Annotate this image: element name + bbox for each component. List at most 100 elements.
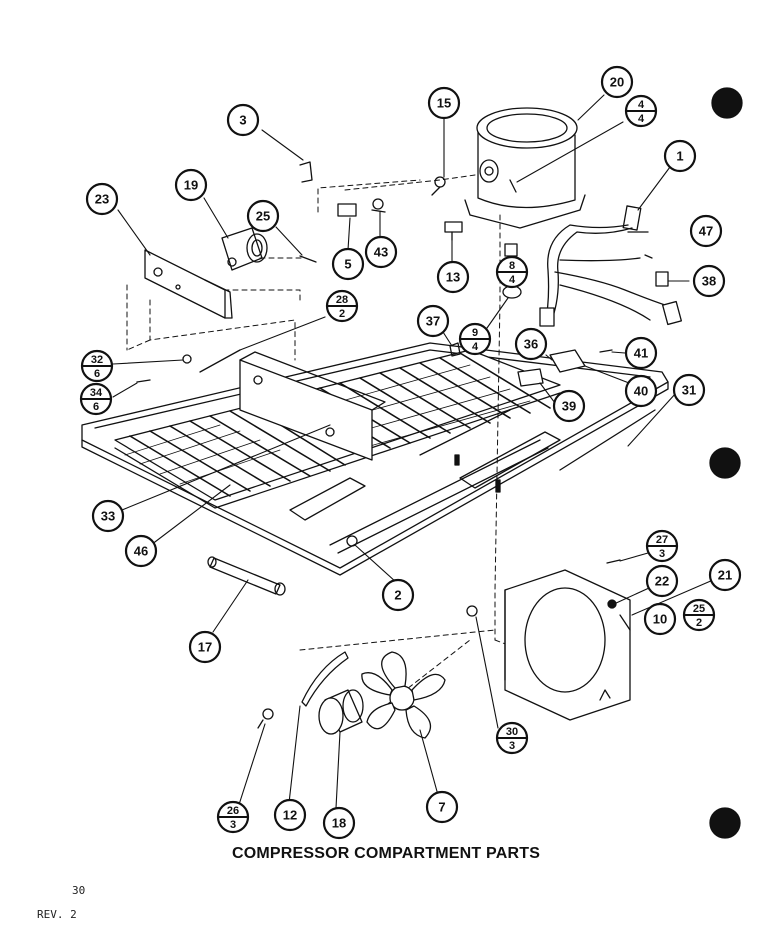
compressor-part-20 [464, 107, 586, 229]
fan-blade-part-7 [361, 651, 446, 739]
grommet-part-13 [444, 221, 463, 241]
callout-number: 40 [634, 384, 648, 399]
callout-number: 12 [283, 808, 297, 823]
callout-number: 23 [95, 192, 109, 207]
callout-number: 18 [332, 816, 346, 831]
callout-quantity: 6 [93, 401, 99, 413]
callout-28-2: 282 [325, 289, 359, 323]
callout-number: 38 [702, 274, 716, 289]
callout-41: 41 [624, 336, 658, 370]
callout-circle [331, 247, 365, 281]
callout-31: 31 [672, 373, 706, 407]
callout-circle [624, 374, 658, 408]
callout-number: 43 [374, 245, 388, 260]
base-pan [81, 342, 669, 576]
registration-dot-bottom [709, 807, 741, 839]
divider-panel [239, 351, 386, 461]
callout-25-2: 252 [682, 598, 716, 632]
callout-number: 47 [699, 224, 713, 239]
callout-19: 19 [174, 168, 208, 202]
callout-circle [600, 65, 634, 99]
callout-34-6: 346 [79, 382, 113, 416]
callout-number: 15 [437, 96, 451, 111]
callout-circle [124, 534, 158, 568]
callout-9-4: 94 [458, 322, 492, 356]
callout-part-number: 25 [693, 603, 705, 615]
callout-39: 39 [552, 389, 586, 423]
callout-40: 40 [624, 374, 658, 408]
callout-quantity: 4 [638, 113, 645, 125]
screw-part-26 [257, 708, 274, 729]
callout-circle [427, 86, 461, 120]
callout-circle [91, 499, 125, 533]
callout-13: 13 [436, 260, 470, 294]
callout-circle [689, 214, 723, 248]
callout-number: 2 [394, 588, 401, 603]
callout-circle [188, 630, 222, 664]
clip-part-12 [301, 651, 349, 707]
screw-part-41 [599, 349, 613, 353]
callout-2: 2 [381, 578, 415, 612]
callout-circle [85, 182, 119, 216]
valve-part-15 [431, 176, 446, 196]
callout-23: 23 [85, 182, 119, 216]
callout-number: 37 [426, 314, 440, 329]
callout-number: 20 [610, 75, 624, 90]
callout-number: 33 [101, 509, 115, 524]
callout-3: 3 [226, 103, 260, 137]
callout-quantity: 3 [659, 548, 665, 560]
callout-number: 17 [198, 640, 212, 655]
callout-number: 31 [682, 383, 696, 398]
callout-1: 1 [663, 139, 697, 173]
callout-circle [174, 168, 208, 202]
callout-part-number: 26 [227, 805, 239, 817]
callout-17: 17 [188, 630, 222, 664]
callout-30-3: 303 [495, 721, 529, 755]
callout-layer: 3152044123192554313844738282943736414039… [79, 65, 742, 840]
callout-circle [246, 199, 280, 233]
grommet-part-2 [346, 535, 358, 547]
callout-5: 5 [331, 247, 365, 281]
callout-part-number: 34 [90, 387, 103, 399]
callout-part-number: 4 [638, 99, 645, 111]
callout-number: 13 [446, 270, 460, 285]
clip-part-43 [371, 198, 386, 213]
callout-quantity: 2 [339, 308, 345, 320]
callout-15: 15 [427, 86, 461, 120]
callout-21: 21 [708, 558, 742, 592]
callout-circle [425, 790, 459, 824]
callout-circle [645, 564, 679, 598]
screw-part-25 [299, 255, 317, 263]
registration-dot-middle [709, 447, 741, 479]
screw-part-34 [136, 379, 151, 383]
callout-46: 46 [124, 534, 158, 568]
fan-motor-part-18 [318, 689, 364, 735]
callout-circle [624, 336, 658, 370]
callout-circle [364, 235, 398, 269]
relay-part-19 [221, 227, 268, 271]
callout-part-number: 8 [509, 260, 515, 272]
callout-quantity: 2 [696, 617, 702, 629]
callout-circle [436, 260, 470, 294]
clip-part-3 [299, 161, 313, 183]
callout-circle [322, 806, 356, 840]
callout-quantity: 4 [472, 341, 479, 353]
grommet-part-32 [182, 354, 192, 364]
callout-18: 18 [322, 806, 356, 840]
clip-part-5 [337, 203, 357, 217]
callout-circle [663, 139, 697, 173]
screw-part-27 [606, 559, 621, 564]
callout-37: 37 [416, 304, 450, 338]
callout-number: 39 [562, 399, 576, 414]
washer-part-30 [466, 605, 478, 617]
callout-part-number: 30 [506, 726, 518, 738]
callout-number: 5 [344, 257, 351, 272]
callout-27-3: 273 [645, 529, 679, 563]
tube-part-28 [199, 349, 241, 373]
callout-32-6: 326 [80, 349, 114, 383]
callout-8-4: 84 [495, 255, 529, 289]
callout-12: 12 [273, 798, 307, 832]
grommet-part-8 [504, 243, 518, 257]
callout-number: 41 [634, 346, 648, 361]
